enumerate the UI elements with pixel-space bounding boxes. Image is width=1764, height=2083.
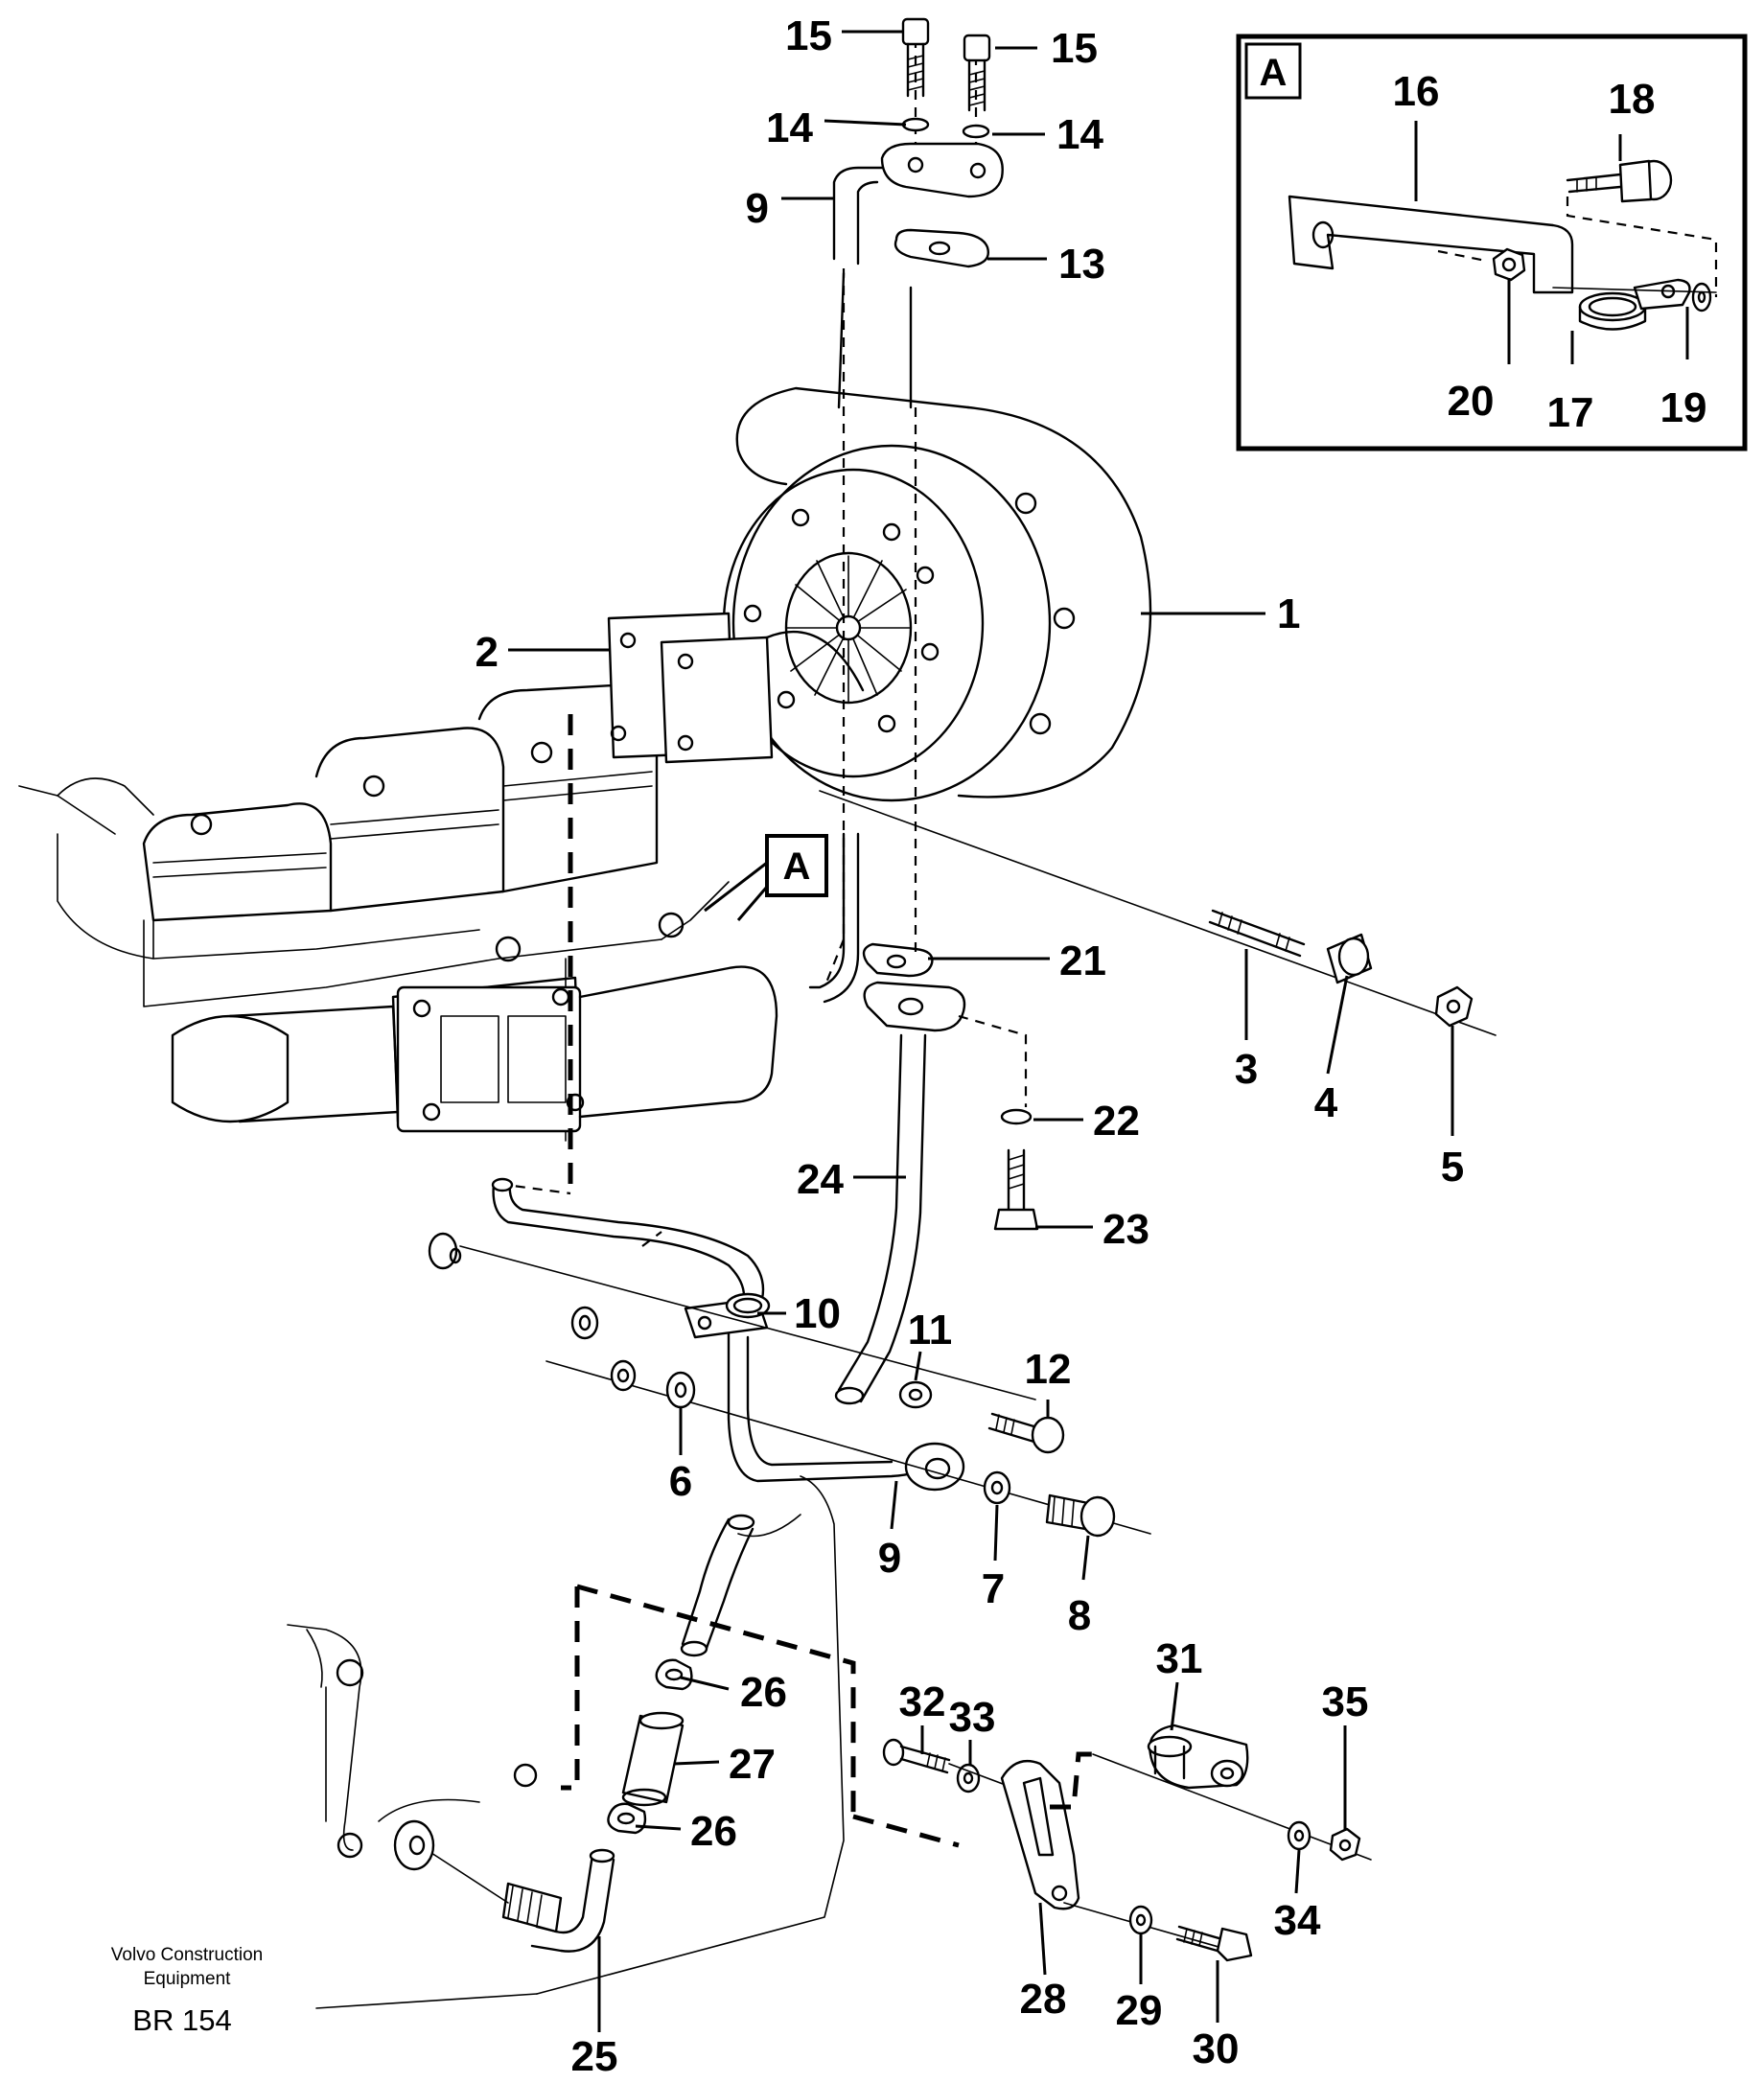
sump-port [393, 1819, 435, 1871]
callout-label: 29 [1116, 1987, 1163, 2034]
banjo-bolt-8 [1045, 1493, 1116, 1538]
stud-3 [1208, 909, 1306, 958]
washer-29 [1128, 1905, 1153, 1935]
leader-lines [508, 30, 1689, 2032]
callout-label: 4 [1314, 1079, 1338, 1126]
callout-label: 28 [1020, 1976, 1067, 2023]
bolt-12 [987, 1412, 1065, 1454]
detail-inset-a: A [1236, 34, 1748, 451]
callout-label: 12 [1025, 1346, 1072, 1393]
exhaust-manifold [171, 912, 778, 1133]
washer-6 [665, 1371, 696, 1409]
bolt-32 [882, 1738, 951, 1774]
bracket-31 [1147, 1724, 1249, 1790]
callout-label: 35 [1322, 1678, 1369, 1725]
callout-label: 27 [729, 1741, 776, 1788]
hose-clamp-26a [655, 1658, 693, 1691]
banjo-screw-15a [901, 17, 930, 98]
bracket-28 [1000, 1759, 1080, 1910]
callout-label: 26 [690, 1808, 737, 1855]
washer-33 [956, 1763, 981, 1794]
banjo-screw-15b [963, 34, 991, 112]
callout-label: 13 [1058, 241, 1105, 288]
inset-callout-label: 19 [1660, 384, 1707, 431]
callout-label: 25 [571, 2033, 618, 2078]
gasket-13 [894, 228, 989, 268]
inset-callout-label: 16 [1393, 68, 1440, 115]
callout-label: 7 [982, 1565, 1005, 1612]
callout-label: 31 [1156, 1635, 1203, 1682]
callout-label: 2 [476, 629, 499, 676]
callout-label: 24 [797, 1156, 844, 1203]
spacer-4 [1326, 933, 1373, 984]
callout-label: 9 [746, 185, 769, 232]
screw-23 [993, 1148, 1039, 1231]
callout-label: 3 [1235, 1046, 1258, 1093]
callout-label: 14 [1056, 111, 1103, 158]
washer-14a [901, 117, 930, 132]
callout-label: 8 [1068, 1592, 1091, 1639]
inset-title: A [1260, 52, 1288, 94]
bolt-30 [1175, 1925, 1253, 1962]
washer-22 [1000, 1108, 1033, 1125]
washer-7 [983, 1470, 1011, 1505]
hose-27 [621, 1711, 685, 1807]
oil-return-pipe [834, 407, 1028, 1405]
washer-34 [1287, 1820, 1311, 1851]
drawing-number: BR 154 [132, 2003, 231, 2037]
callout-label: 34 [1274, 1897, 1321, 1944]
reference-tag-a: A [704, 834, 828, 921]
callout-label: 5 [1441, 1144, 1464, 1191]
elbow-fitting-25 [501, 1848, 615, 1953]
inset-callout-label: 20 [1448, 378, 1495, 425]
nut-5 [1434, 985, 1474, 1028]
inset-callout-label: 18 [1609, 76, 1656, 123]
callout-label: 11 [908, 1307, 953, 1354]
pipe-clamp-10 [684, 1292, 771, 1339]
callout-label: 33 [949, 1694, 996, 1741]
washer-11 [898, 1380, 933, 1409]
callout-label: 23 [1102, 1206, 1149, 1253]
washer-14b [962, 124, 990, 139]
return-hose-upper [680, 1514, 755, 1657]
callout-label: 32 [899, 1678, 946, 1725]
callout-label: 1 [1277, 590, 1300, 637]
callout-labels: 15 15 14 14 9 13 1 2 21 3 4 5 22 24 23 1… [476, 12, 1707, 2080]
oil-sump [287, 1475, 845, 2009]
callout-label: 9 [878, 1535, 901, 1582]
inset-a-tag [1244, 42, 1302, 100]
callout-label: 15 [785, 12, 832, 59]
nut-35 [1329, 1827, 1361, 1862]
manufacturer-line-2: Equipment [144, 1969, 232, 1989]
callout-label: 26 [740, 1669, 787, 1716]
turbocharger [607, 271, 1152, 802]
callout-label: 30 [1193, 2025, 1240, 2072]
inset-callout-label: 17 [1547, 389, 1594, 436]
callout-label: 10 [794, 1290, 841, 1337]
callout-label: 22 [1093, 1098, 1140, 1145]
banjo-fitting [904, 1442, 965, 1492]
manufacturer-line-1: Volvo Construction [111, 1945, 263, 1965]
callout-label: 21 [1059, 937, 1106, 984]
callout-label: 14 [766, 104, 813, 151]
reference-tag-label: A [783, 845, 811, 888]
callout-label: 6 [669, 1458, 692, 1505]
hose-clamp-26b [607, 1802, 647, 1835]
callout-label: 15 [1051, 25, 1098, 72]
